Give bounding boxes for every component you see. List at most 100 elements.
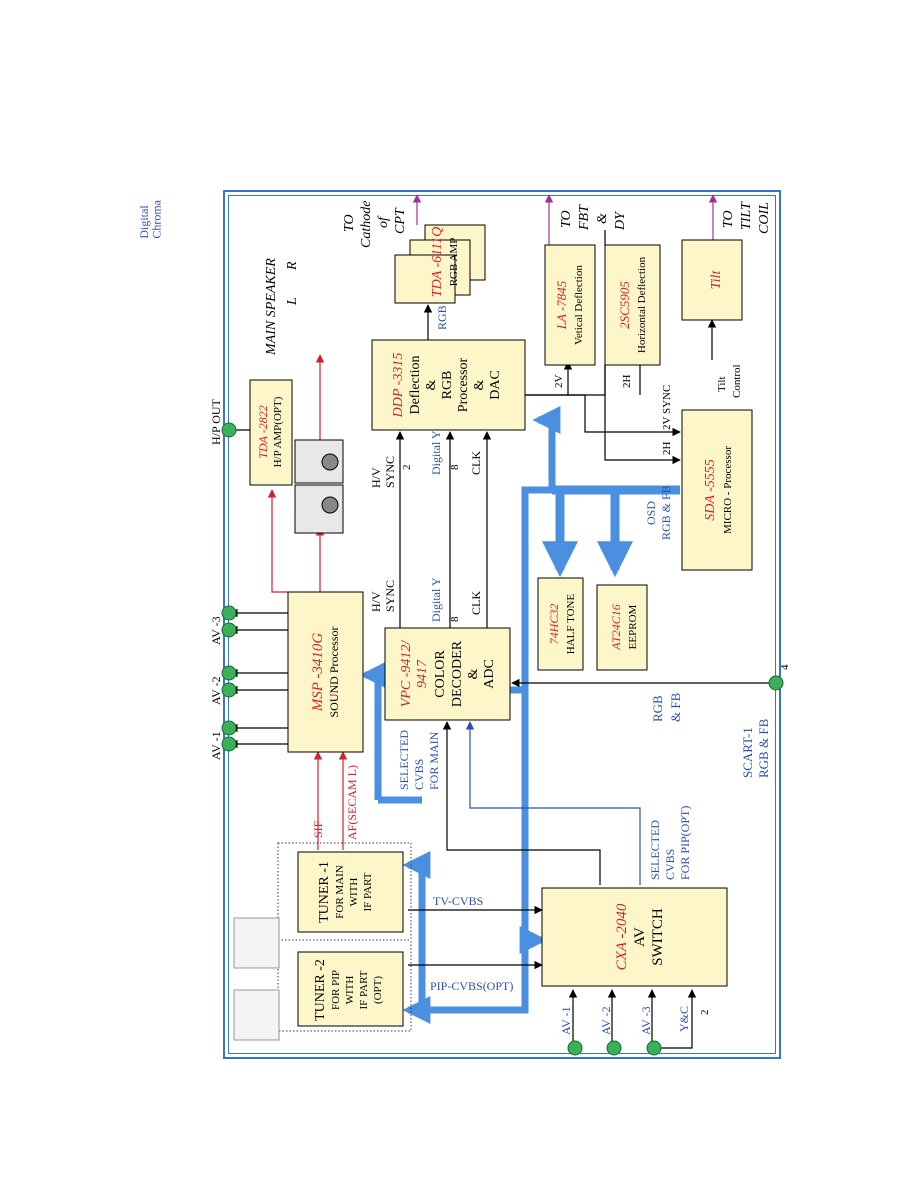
text-layer: TUNER -2 FOR PIP WITH IF PART (OPT) TUNE… — [209, 201, 791, 1035]
ddp-l4: Processor — [456, 357, 471, 412]
cxa-l1: AV — [632, 927, 648, 947]
tuner1-l2: FOR MAIN — [334, 865, 346, 919]
tuner2-block — [297, 951, 404, 1027]
connector-av2-a — [221, 665, 237, 681]
hv-label-1: H/V — [369, 591, 383, 612]
to-fbt-1: FBT — [577, 204, 592, 231]
connector-av3-a — [221, 605, 237, 621]
osd-label-1: OSD — [644, 501, 658, 525]
av2-label: AV -2 — [209, 676, 223, 705]
bus-lines — [359, 406, 680, 1024]
connector-av3-b — [221, 622, 237, 638]
to-fbt-2: & — [595, 213, 610, 224]
tda2822-block — [249, 379, 293, 486]
to-cpt-label: TO Cathode of CPT — [342, 201, 408, 248]
av1-bottom-label: AV -1 — [559, 1006, 573, 1035]
tuner-photo-2 — [233, 917, 280, 969]
signal-lines — [395, 230, 775, 1049]
pip-cvbs-label: PIP-CVBS(OPT) — [430, 979, 513, 993]
connector-av3-bottom — [646, 1040, 662, 1056]
tilt-chip: Tilt — [709, 270, 724, 290]
vpc-block — [384, 627, 511, 721]
sda-chip: SDA -5555 — [703, 459, 718, 521]
rgb-fb-label-2: & FB — [668, 692, 683, 722]
tilt-control-1: Tilt — [716, 376, 728, 392]
tuner2-l1: TUNER -2 — [313, 959, 328, 1021]
eight-label-2: 8 — [449, 464, 461, 470]
af-label: AF(SECAM L) — [345, 765, 359, 840]
sif-label: SIF — [311, 820, 325, 838]
to-cpt-3: CPT — [393, 207, 408, 234]
connector-av1-bottom — [567, 1040, 583, 1056]
two-v-label: 2V — [553, 375, 565, 389]
bus-left — [402, 851, 431, 1010]
tda6111-l1: RGB AMP — [448, 238, 460, 287]
sda-2h — [604, 365, 681, 465]
cxa-chip: CXA -2040 — [614, 903, 630, 970]
connector-hp-out — [221, 422, 237, 438]
la7845-l1: Vetical Deflection — [573, 265, 585, 345]
tuner1-block — [297, 851, 404, 933]
output-arrows — [412, 194, 718, 245]
at24-chip: AT24C16 — [609, 604, 623, 651]
tuner1-l3: WITH — [348, 878, 360, 907]
sel-main-l3: FOR MAIN — [427, 731, 441, 790]
to-cpt-0: TO — [342, 214, 357, 232]
connector-av1-a — [221, 720, 237, 736]
vpc-l2: DECODER — [450, 640, 465, 707]
tilt-block — [681, 239, 743, 321]
sel-main-line — [442, 721, 601, 885]
connector-av2-b — [221, 682, 237, 698]
vpc-chip1: VPC -9412/ — [399, 640, 414, 708]
av3-label: AV -3 — [209, 616, 223, 645]
av2-bottom-label: AV -2 — [599, 1006, 613, 1035]
at24-block — [596, 584, 648, 671]
sync-label-2: SYNC — [383, 456, 397, 488]
scart-label-2: RGB & FB — [756, 718, 771, 778]
to-tilt-1: TILT — [739, 201, 754, 230]
hc32-l1: HALF TONE — [565, 594, 577, 655]
la7845-chip: LA -7845 — [554, 280, 569, 330]
tda2822-chip: TDA -2822 — [256, 405, 270, 458]
tda2822-l1: H/P AMP(OPT) — [272, 396, 284, 467]
sync-label-1: SYNC — [383, 580, 397, 612]
ddp-l2: & — [424, 379, 439, 390]
tuner1-l1: TUNER -1 — [317, 861, 332, 923]
to-fbt-3: DY — [613, 210, 628, 231]
vpc-l1: COLOR — [433, 650, 448, 698]
tuner2-l4: IF PART — [358, 970, 370, 1009]
osd-label-2: RGB & FB — [659, 485, 673, 540]
hc32-chip: 74HC32 — [547, 604, 561, 645]
yc-label: Y&C — [677, 1006, 691, 1032]
bus-ddp — [532, 406, 561, 490]
tda6111-block1 — [394, 254, 456, 304]
digital-y-label-1: Digital Y — [429, 577, 443, 622]
msp-block — [287, 591, 364, 753]
four-label: 4 — [779, 664, 791, 670]
sel-main-l1: SELECTED — [397, 730, 411, 790]
ddp-2h-line — [525, 365, 606, 396]
connector-scart — [768, 675, 784, 691]
tuner-photo-1 — [233, 989, 280, 1041]
sel-main-l2: CVBS — [412, 759, 426, 790]
speaker-r-label: R — [285, 261, 300, 271]
av1-label: AV -1 — [209, 731, 223, 760]
to-cpt-2: of — [376, 215, 391, 228]
sc5905-chip: 2SC5905 — [617, 281, 632, 329]
two-label-sync: 2 — [401, 465, 413, 471]
sc5905-l1: Horizontal Deflection — [636, 256, 648, 353]
hp-out-label: H/P OUT — [209, 398, 223, 445]
tv-cvbs-label: TV-CVBS — [433, 894, 483, 908]
to-tilt-0: TO — [721, 210, 736, 228]
connectors — [221, 422, 784, 1056]
blocks — [233, 224, 753, 1041]
ddp-l5: & — [472, 379, 487, 390]
sel-pip-l2: CVBS — [663, 849, 677, 880]
sel-pip-l3: FOR PIP(OPT) — [678, 806, 692, 880]
sel-pip-l1: SELECTED — [648, 820, 662, 880]
hv-label-2: H/V — [369, 467, 383, 488]
bus-left-up — [422, 486, 552, 1014]
clk-label-2: CLK — [469, 451, 483, 475]
two-h-label-2: 2H — [661, 442, 673, 456]
